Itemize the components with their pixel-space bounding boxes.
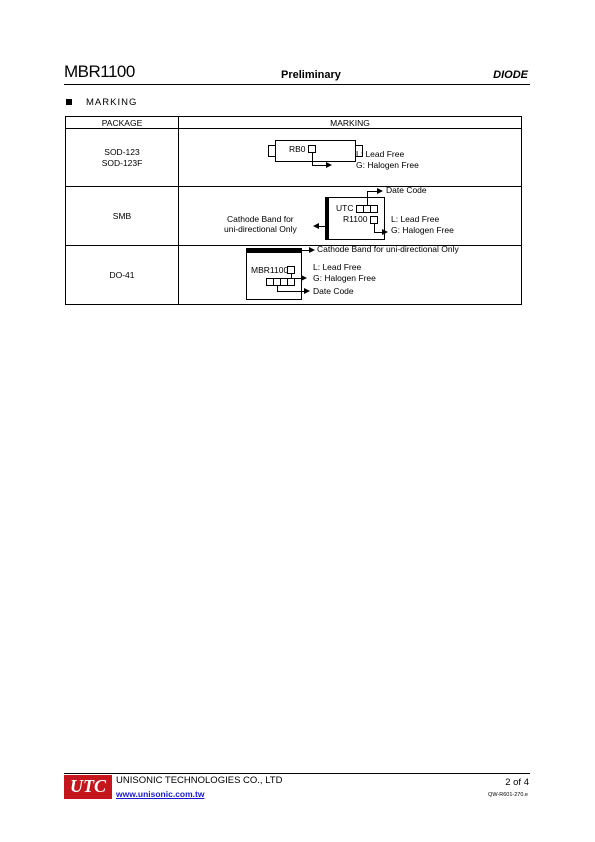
document-status: Preliminary xyxy=(281,69,341,81)
column-header-package: PACKAGE xyxy=(65,116,179,129)
leader-line xyxy=(312,153,313,166)
leader-line xyxy=(374,224,375,233)
date-code-label: Date Code xyxy=(386,185,427,195)
table-row: SOD-123 SOD-123F RB0 L: Lead Free G: Hal… xyxy=(65,128,522,187)
cathode-band-label: Cathode Band for uni-directional Only xyxy=(317,244,459,254)
package-name: SOD-123F xyxy=(101,157,143,168)
package-name: SOD-123 xyxy=(104,146,140,157)
lead-free-label: L: Lead Free xyxy=(313,262,362,272)
marking-line-part: R1100 xyxy=(343,214,368,224)
marking-code: RB0 xyxy=(289,144,306,154)
lead-free-label: L: Lead Free xyxy=(391,214,440,224)
document-code: QW-R601-270.e xyxy=(488,792,528,798)
halogen-free-label: G: Halogen Free xyxy=(391,225,454,235)
header-divider xyxy=(64,84,530,85)
leader-line xyxy=(277,291,304,292)
sod123-marking-diagram: RB0 L: Lead Free G: Halogen Free xyxy=(179,129,521,186)
leader-line xyxy=(319,226,326,227)
arrow-right-icon xyxy=(377,188,383,194)
arrow-right-icon xyxy=(382,229,388,235)
halogen-free-label: G: Halogen Free xyxy=(356,160,419,170)
marking-cell: Cathode Band for uni-directional Only MB… xyxy=(178,244,522,305)
package-cell: SMB xyxy=(65,186,179,246)
marking-line-utc: UTC xyxy=(336,203,354,213)
logo-text: UTC xyxy=(70,776,106,796)
footer-divider xyxy=(64,773,530,774)
cathode-band-label: uni-directional Only xyxy=(224,224,297,234)
leader-line xyxy=(291,274,292,279)
marking-cell: UTC Date Code R1100 L: Lead Free G: Halo… xyxy=(178,185,522,246)
section-bullet-icon xyxy=(66,99,72,105)
package-name: DO-41 xyxy=(109,269,135,280)
marking-table: PACKAGE MARKING SOD-123 SOD-123F RB0 L: … xyxy=(65,116,522,305)
leader-line xyxy=(367,191,377,192)
website-link[interactable]: www.unisonic.com.tw xyxy=(116,789,205,799)
table-header-row: PACKAGE MARKING xyxy=(65,116,522,129)
page-number: 2 of 4 xyxy=(505,777,529,788)
table-row: DO-41 Cathode Band for uni-directional O… xyxy=(65,244,522,305)
leader-line xyxy=(277,286,278,292)
date-code-square xyxy=(370,205,378,213)
date-code-square xyxy=(287,278,295,286)
cathode-band-label: Cathode Band for xyxy=(227,214,294,224)
lead-free-label: L: Lead Free xyxy=(356,149,405,159)
halogen-free-label: G: Halogen Free xyxy=(313,273,376,283)
arrow-right-icon xyxy=(304,288,310,294)
leader-line xyxy=(367,191,368,205)
section-title: MARKING xyxy=(86,97,138,108)
arrow-right-icon xyxy=(309,247,315,253)
company-name: UNISONIC TECHNOLOGIES CO., LTD xyxy=(116,775,283,786)
date-code-label: Date Code xyxy=(313,286,354,296)
marking-option-square xyxy=(287,266,295,274)
cathode-band xyxy=(325,197,329,240)
column-header-marking: MARKING xyxy=(178,116,522,129)
arrow-left-icon xyxy=(313,223,319,229)
marking-code: MBR1100 xyxy=(251,265,289,275)
leader-line xyxy=(291,278,301,279)
leader-line xyxy=(374,232,382,233)
document-type: DIODE xyxy=(493,69,528,81)
table-row: SMB UTC Date Code R1100 L: Lead Free xyxy=(65,185,522,246)
package-cell: SOD-123 SOD-123F xyxy=(65,128,179,187)
part-number: MBR1100 xyxy=(64,62,135,81)
cathode-band xyxy=(246,248,302,253)
marking-option-square xyxy=(308,145,316,153)
leader-line xyxy=(312,165,326,166)
marking-option-square xyxy=(370,216,378,224)
arrow-right-icon xyxy=(326,162,332,168)
package-name: SMB xyxy=(112,210,132,221)
do41-marking-diagram: Cathode Band for uni-directional Only MB… xyxy=(179,244,521,304)
leader-line xyxy=(302,250,309,251)
package-cell: DO-41 xyxy=(65,245,179,305)
smb-marking-diagram: UTC Date Code R1100 L: Lead Free G: Halo… xyxy=(179,185,521,245)
arrow-right-icon xyxy=(301,275,307,281)
marking-cell: RB0 L: Lead Free G: Halogen Free xyxy=(178,128,522,187)
company-logo: UTC xyxy=(64,775,112,799)
